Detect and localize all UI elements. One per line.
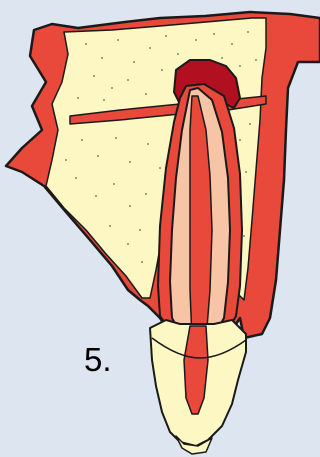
step-number-label: 5. (84, 340, 112, 380)
